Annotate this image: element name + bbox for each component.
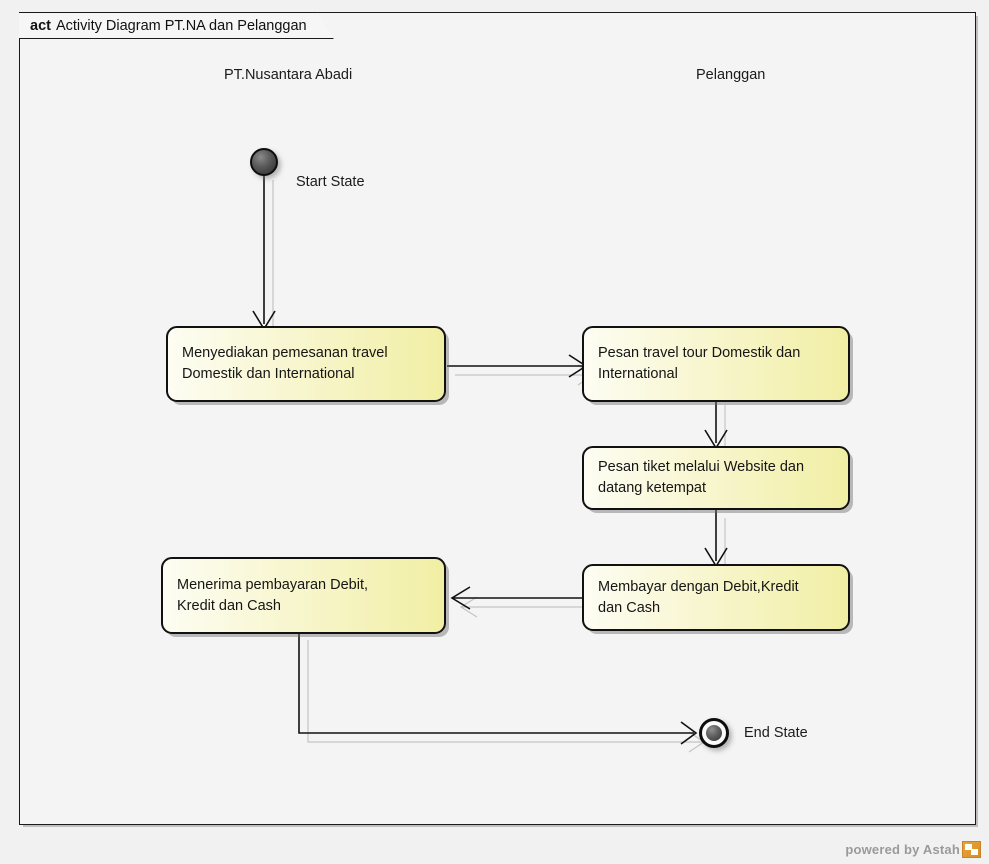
activity-node-label: Pesan travel tour Domestik dan Internati… [598,345,801,382]
start-state-node[interactable] [250,148,278,176]
astah-watermark: powered by Astah [845,841,981,858]
diagram-keyword: act [30,17,51,34]
activity-node-pesan-travel-tour[interactable]: Pesan travel tour Domestik dan Internati… [582,326,850,402]
watermark-text: powered by Astah [845,842,960,857]
activity-node-menerima-pembayaran[interactable]: Menerima pembayaran Debit, Kredit dan Ca… [161,557,446,634]
lane-header-pt-nusantara-abadi: PT.Nusantara Abadi [224,67,353,83]
activity-node-label: Pesan tiket melalui Website dan datang k… [598,459,805,496]
start-state-label: Start State [296,174,365,190]
activity-node-pesan-tiket-website[interactable]: Pesan tiket melalui Website dan datang k… [582,446,850,510]
lane-header-pelanggan: Pelanggan [696,67,766,83]
end-state-node[interactable] [699,718,729,748]
diagram-title: Activity Diagram PT.NA dan Pelanggan [55,17,307,34]
activity-node-label: Menerima pembayaran Debit, Kredit dan Ca… [177,576,369,614]
diagram-frame [19,12,976,825]
activity-node-label: Membayar dengan Debit,Kredit dan Cash [598,578,799,616]
diagram-title-tab: act Activity Diagram PT.NA dan Pelanggan [19,12,334,39]
activity-node-membayar-debit-kredit[interactable]: Membayar dengan Debit,Kredit dan Cash [582,564,850,631]
activity-node-label: Menyediakan pemesanan travel Domestik da… [182,345,388,382]
activity-node-menyediakan-pemesanan[interactable]: Menyediakan pemesanan travel Domestik da… [166,326,446,402]
end-state-label: End State [744,725,808,741]
astah-logo-icon [962,841,981,858]
